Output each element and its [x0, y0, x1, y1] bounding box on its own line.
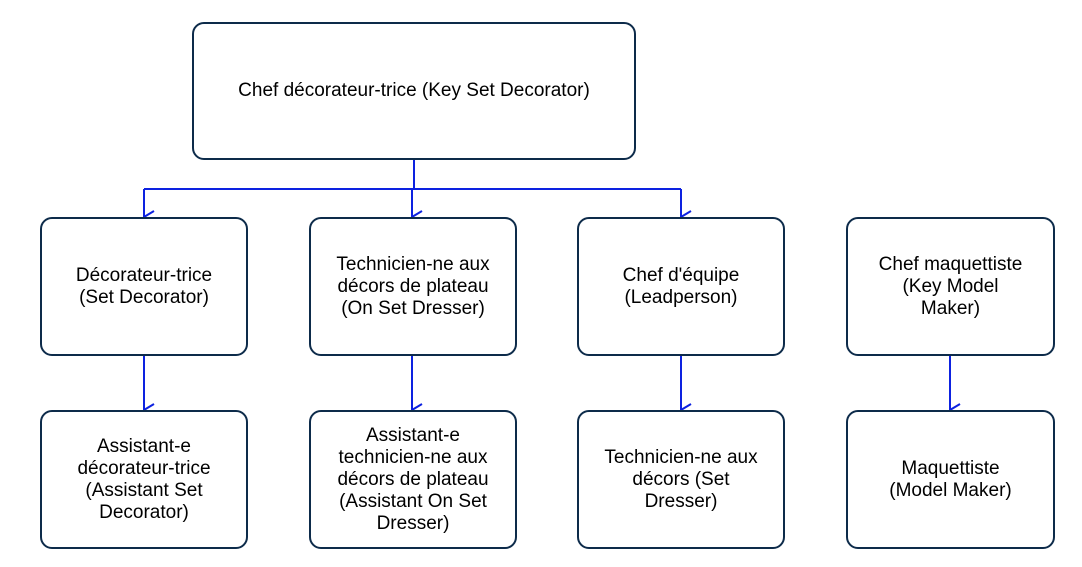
- node-model-maker: Maquettiste (Model Maker): [846, 410, 1055, 549]
- node-model-maker-label: Maquettiste (Model Maker): [889, 457, 1012, 501]
- node-on-set-dresser: Technicien-ne aux décors de plateau (On …: [309, 217, 517, 356]
- node-assistant-on-set-dresser-label: Assistant-e technicien-ne aux décors de …: [337, 424, 489, 534]
- node-assistant-set-decorator-label: Assistant-e décorateur-trice (Assistant …: [77, 435, 211, 523]
- node-key-model-maker: Chef maquettiste (Key Model Maker): [846, 217, 1055, 356]
- node-assistant-on-set-dresser: Assistant-e technicien-ne aux décors de …: [309, 410, 517, 549]
- node-key-set-decorator-label: Chef décorateur-trice (Key Set Decorator…: [238, 80, 590, 101]
- node-set-decorator: Décorateur-trice (Set Decorator): [40, 217, 248, 356]
- node-set-dresser-label: Technicien-ne aux décors (Set Dresser): [604, 446, 758, 512]
- node-on-set-dresser-label: Technicien-ne aux décors de plateau (On …: [336, 253, 490, 319]
- node-leadperson-label: Chef d'équipe (Leadperson): [622, 264, 740, 308]
- node-set-decorator-label: Décorateur-trice (Set Decorator): [75, 264, 213, 308]
- node-key-model-maker-label: Chef maquettiste (Key Model Maker): [878, 253, 1023, 319]
- node-set-dresser: Technicien-ne aux décors (Set Dresser): [577, 410, 785, 549]
- node-key-set-decorator: Chef décorateur-trice (Key Set Decorator…: [192, 22, 636, 160]
- node-leadperson: Chef d'équipe (Leadperson): [577, 217, 785, 356]
- node-assistant-set-decorator: Assistant-e décorateur-trice (Assistant …: [40, 410, 248, 549]
